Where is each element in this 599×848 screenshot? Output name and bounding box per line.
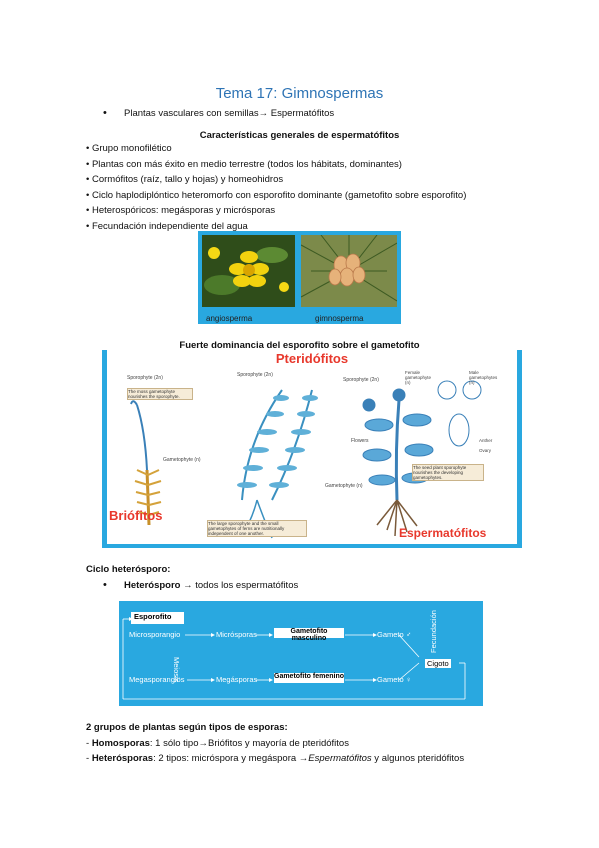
label-flowers: Flowers bbox=[351, 438, 369, 444]
list-item: • Cormófitos (raíz, tallo y hojas) y hom… bbox=[86, 174, 284, 185]
moss-illustration bbox=[130, 400, 162, 526]
list-item: • Heterospóricos: megásporas y micróspor… bbox=[86, 205, 276, 216]
microsporangio-label: Microsporangio bbox=[129, 630, 181, 639]
cycle-heading: Ciclo heterósporo: bbox=[86, 564, 171, 575]
plant-photo-comparison: angiosperma gimnosperma bbox=[198, 231, 401, 324]
flowering-plant-illustration bbox=[362, 380, 482, 537]
espermatofitos-label: Espermatófitos bbox=[399, 526, 487, 540]
list-item: • Fecundación independiente del agua bbox=[86, 220, 248, 232]
fern-illustration bbox=[237, 389, 318, 539]
label-anther: Anther bbox=[479, 438, 493, 443]
section-heading: Características generales de espermatófi… bbox=[199, 130, 400, 141]
label-ovary: Ovary bbox=[479, 448, 492, 453]
gymnosperm-caption: gimnosperma bbox=[315, 314, 364, 323]
bullet-dot-icon: • bbox=[103, 579, 107, 591]
seed-note: The seed plant sporophyte nourishes the … bbox=[412, 464, 484, 481]
list-item: • Plantas con más éxito en medio terrest… bbox=[86, 158, 402, 170]
gametofito-femenino-box: Gametofito femenino bbox=[274, 673, 344, 683]
sporophyte-dominance-figure: Pteridófitos bbox=[102, 350, 522, 548]
label-male-gametophytes: Male gametophytes (n) bbox=[469, 370, 498, 385]
microsporas-label: Micrósporas bbox=[216, 630, 257, 639]
page-title: Tema 17: Gimnospermas bbox=[215, 85, 384, 102]
briofitos-label: Briófitos bbox=[109, 508, 163, 523]
homosporas-line: - Homosporas: 1 sólo tipo→Briófitos y ma… bbox=[86, 738, 349, 749]
label-sporophyte-fern: Sporophyte (2n) bbox=[237, 372, 273, 378]
figure-heading: Fuerte dominancia del esporofito sobre e… bbox=[179, 340, 420, 351]
fern-note: The large sporophyte and the small gamet… bbox=[207, 520, 307, 537]
esporofito-box: Esporofito bbox=[131, 612, 184, 624]
megasporas-label: Megásporas bbox=[216, 675, 258, 684]
gameto-masculino-label: Gameto ♂ bbox=[377, 630, 412, 639]
list-item: • Ciclo haplodiplóntico heteromorfo con … bbox=[86, 189, 467, 201]
gametofito-masculino-box: Gametofito masculino bbox=[274, 628, 344, 642]
cigoto-label: Cigoto bbox=[425, 659, 451, 668]
gameto-femenino-label: Gameto ♀ bbox=[377, 675, 412, 684]
plant-illustrations bbox=[130, 380, 482, 539]
label-sporophyte-moss: Sporophyte (2n) bbox=[127, 375, 163, 381]
angiosperm-caption: angiosperma bbox=[206, 314, 253, 323]
pteridofitos-label: Pteridófitos bbox=[275, 351, 349, 366]
list-item: • Grupo monofilético bbox=[86, 143, 172, 154]
moss-note: The moss gametophyte nourishes the sporo… bbox=[127, 388, 193, 400]
label-sporophyte-seed: Sporophyte (2n) bbox=[343, 377, 379, 383]
label-gametophyte-moss: Gametophyte (n) bbox=[163, 457, 201, 463]
fecundacion-label: Fecundación bbox=[429, 610, 438, 653]
megasporangios-label: Megasporangios bbox=[129, 675, 185, 684]
gymnosperm-photo: gimnosperma bbox=[300, 234, 398, 323]
label-gametophyte-seed: Gametophyte (n) bbox=[325, 483, 363, 489]
label-female-gametophyte: Female gametophyte (n) bbox=[405, 370, 432, 385]
heterosporous-cycle-diagram: Esporofito Microsporangio Micrósporas Ga… bbox=[119, 601, 483, 706]
cycle-arrows bbox=[122, 617, 466, 700]
angiosperm-photo: angiosperma bbox=[202, 235, 295, 323]
groups-heading: 2 grupos de plantas según tipos de espor… bbox=[86, 722, 288, 733]
yellow-flower-icon bbox=[202, 235, 295, 307]
bullet-dot-icon: • bbox=[103, 107, 107, 119]
pine-cone-icon bbox=[300, 234, 398, 307]
heterosporas-line: - Heterósporas: 2 tipos: micróspora y me… bbox=[86, 753, 465, 764]
